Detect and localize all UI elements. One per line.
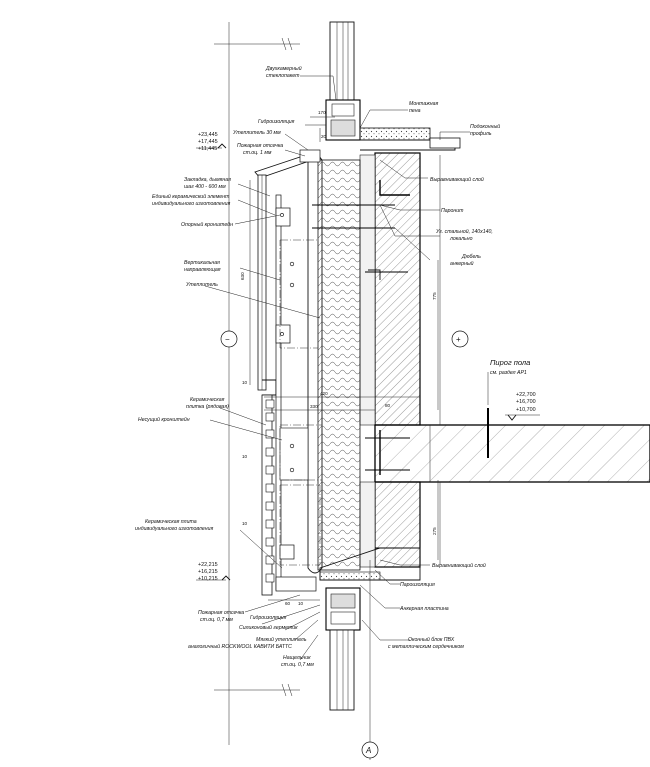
label-insulation: Утеплитель — [186, 282, 218, 288]
label-anchor-dowel-2: анкерный — [450, 260, 474, 267]
label-ceramic-panel-2: индивидуального изготовления — [135, 526, 213, 532]
structure — [214, 21, 650, 760]
label-double-glazing-2: стеклопакет — [266, 73, 300, 79]
label-steel-angle-1: Уг. стальной, 140х140, — [436, 228, 493, 235]
label-insulation-30: Утеплитель 30 мм — [233, 130, 281, 136]
label-anchor-step-2: шаг 400 - 600 мм — [184, 184, 226, 190]
dim-10d: 10 — [298, 601, 304, 606]
leader-lines — [204, 75, 489, 661]
label-window-block-2: с металлическим сердечником — [388, 644, 464, 650]
label-fire-barrier-top-1: Пожарная отсечка — [237, 143, 283, 149]
level-upper-1: +23,445 — [198, 132, 218, 138]
dim-170: 170 — [318, 110, 326, 115]
label-window-block-1: Оконный блок ПВХ — [408, 636, 455, 643]
dim-60: 60 — [285, 601, 291, 606]
label-vertical-guide-2: направляющая — [184, 267, 221, 273]
dim-275: 275 — [432, 527, 437, 535]
label-sill-profile-1: Подоконный — [470, 123, 500, 130]
level-marks: +23,445 +17,445 +11,445 +22,700 +16,700 … — [196, 132, 540, 582]
label-double-glazing-1: Двухкамерный — [265, 65, 302, 72]
dim-775: 775 — [432, 292, 437, 300]
label-soft-insulation-2: аналогичный ROCKWOOL КАВИТИ БАТТС — [188, 643, 292, 650]
label-fire-barrier-top-2: ст.оц. 1 мм — [243, 150, 272, 156]
label-ceramic-tile-1: Керамическая — [190, 397, 225, 403]
label-ceramic-tile-2: плитка (рядовая) — [186, 404, 229, 410]
dimensions: 170 20 630 775 10 420 330 80 10 275 10 6… — [240, 110, 441, 606]
dim-80: 80 — [385, 403, 391, 408]
level-lower-1: +22,215 — [198, 562, 218, 568]
label-fire-barrier-bottom-2: ст.оц. 0,7 мм — [200, 617, 233, 623]
label-levelling-bottom: Выравнивающий слой — [432, 562, 486, 569]
level-middle-3: +10,700 — [516, 407, 536, 413]
label-waterproofing-top: Гидроизоляция — [258, 119, 295, 125]
dim-10a: 10 — [242, 380, 248, 385]
label-waterproofing-bottom: Гидроизоляция — [250, 615, 287, 621]
label-vapor-barrier: Пароизоляция — [400, 582, 435, 588]
label-mounting-foam-1: Монтажная — [409, 101, 439, 107]
dim-10c: 10 — [242, 521, 248, 526]
level-middle-1: +22,700 — [516, 392, 536, 398]
annotation-labels: Двухкамерный стеклопакет Монтажная пена … — [135, 65, 530, 668]
label-mounting-foam-2: пена — [409, 108, 421, 114]
label-single-ceramic-1: Единый керамический элемент — [152, 193, 230, 200]
label-floor-slab: Пирог пола — [490, 358, 530, 367]
dim-420: 420 — [320, 391, 328, 396]
dim-20: 20 — [321, 134, 327, 139]
level-upper-2: +17,445 — [198, 139, 218, 145]
label-steel-angle-2: локально — [449, 236, 473, 242]
label-bearing-bracket: Несущий кронштейн — [138, 416, 190, 423]
label-vertical-guide-1: Вертикальная — [184, 260, 220, 266]
dim-330: 330 — [310, 404, 318, 409]
label-anchor-plate: Анкерная пластина — [399, 606, 449, 612]
plus-marker: + — [456, 335, 461, 344]
label-anchor-dowel-1: Дюбель — [461, 254, 481, 260]
label-anchor-step-1: Закладка, дымяная — [184, 177, 231, 183]
label-levelling-top: Выравнивающий слой — [430, 176, 484, 183]
label-fire-barrier-bottom-1: Пожарная отсечка — [198, 610, 244, 616]
markers: − + А — [220, 330, 469, 759]
level-middle-2: +16,700 — [516, 399, 536, 405]
label-drip-sill-1: Нащельник — [283, 655, 311, 661]
level-upper-3: +11,445 — [198, 146, 217, 152]
dim-630: 630 — [240, 272, 245, 280]
level-lower-2: +16,215 — [198, 569, 218, 575]
label-ceramic-panel-1: Керамическая плита — [145, 519, 197, 525]
label-floor-slab-ref: см. раздел АР1 — [490, 370, 527, 376]
label-sill-profile-2: профиль — [470, 131, 492, 137]
minus-marker: − — [225, 335, 230, 344]
label-paronite: Паронит — [441, 208, 464, 214]
label-support-bracket: Опорный кронштейн — [181, 221, 233, 228]
label-single-ceramic-2: индивидуального изготовления — [152, 201, 230, 207]
label-drip-sill-2: ст.оц. 0,7 мм — [281, 662, 314, 668]
label-soft-insulation-1: Мягкий утеплитель — [256, 636, 307, 643]
axis-marker: А — [365, 746, 371, 755]
level-lower-3: +10,215 — [198, 576, 218, 582]
label-silicone-sealant: Силиконовый герметик — [239, 624, 298, 631]
dim-10b: 10 — [242, 454, 248, 459]
